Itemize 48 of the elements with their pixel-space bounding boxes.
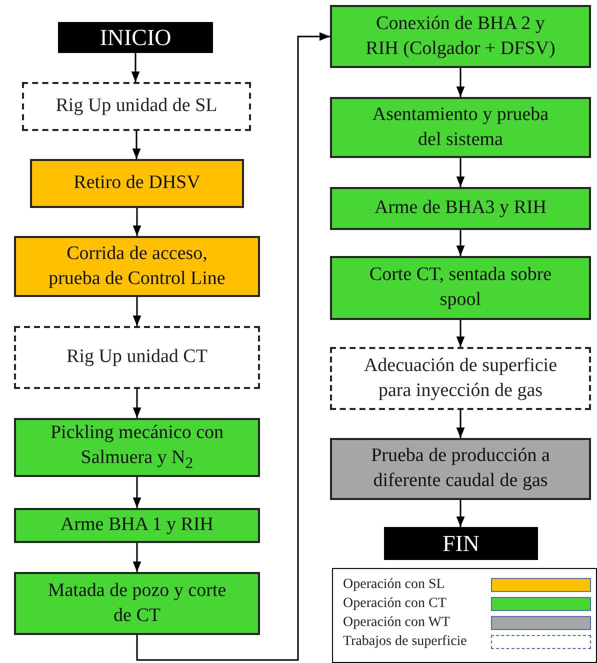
arrow — [136, 32, 330, 661]
box-label: Conexión de BHA 2 y RIH (Colgador + DFSV) — [364, 12, 556, 60]
box-label: Corte CT, sentada sobre spool — [368, 263, 553, 312]
arrow — [132, 208, 142, 236]
legend-label: Operación con CT — [343, 596, 448, 612]
process-box — [30, 159, 244, 208]
process-box — [330, 5, 591, 68]
arrow — [132, 389, 142, 418]
process-box — [330, 438, 591, 500]
box-label: Prueba de producción a diferente caudal de gas — [370, 444, 551, 493]
process-box — [330, 347, 591, 410]
process-box — [14, 572, 260, 635]
box-label: Adecuación de superficie para inyección de gas — [362, 354, 558, 402]
box-label: Rig Up unidad de SL — [56, 94, 218, 118]
arrow — [456, 230, 465, 256]
arrow — [456, 410, 465, 438]
arrow — [132, 131, 141, 159]
box-label: INICIO — [100, 24, 172, 52]
box-label: Arme BHA 1 y RIH — [60, 513, 214, 538]
box-label: FIN — [442, 530, 480, 558]
box-label: Asentamiento y prueba del sistema — [371, 102, 550, 152]
process-box — [22, 82, 251, 131]
process-box — [14, 418, 260, 477]
arrow — [132, 297, 142, 326]
box-label: Matada de pozo y corte de CT — [46, 578, 228, 628]
process-box — [14, 508, 260, 543]
box-label: Retiro de DHSV — [74, 171, 200, 196]
box-label: Corrida de acceso, prueba de Control Line — [48, 242, 226, 290]
arrow — [132, 543, 142, 572]
box-label: Arme de BHA3 y RIH — [374, 196, 547, 220]
process-box — [330, 256, 591, 320]
terminal-box — [58, 22, 213, 53]
box-label: Pickling mecánico con Salmuera y N$_{2}$ — [49, 420, 225, 474]
box-label: Rig Up unidad CT — [66, 345, 208, 370]
process-box — [330, 97, 591, 158]
arrow — [132, 477, 142, 508]
legend-label: Operación con WT — [343, 614, 452, 630]
process-box — [14, 326, 260, 389]
terminal-box — [384, 527, 538, 560]
arrow — [456, 68, 465, 97]
arrow — [456, 500, 465, 527]
arrow — [456, 320, 465, 347]
process-box — [330, 187, 591, 230]
legend-label: Operación con SL — [343, 576, 446, 592]
legend-label: Trabajos de superficie — [343, 634, 468, 650]
process-box — [14, 236, 260, 297]
arrow — [131, 53, 140, 82]
arrow — [456, 158, 465, 187]
